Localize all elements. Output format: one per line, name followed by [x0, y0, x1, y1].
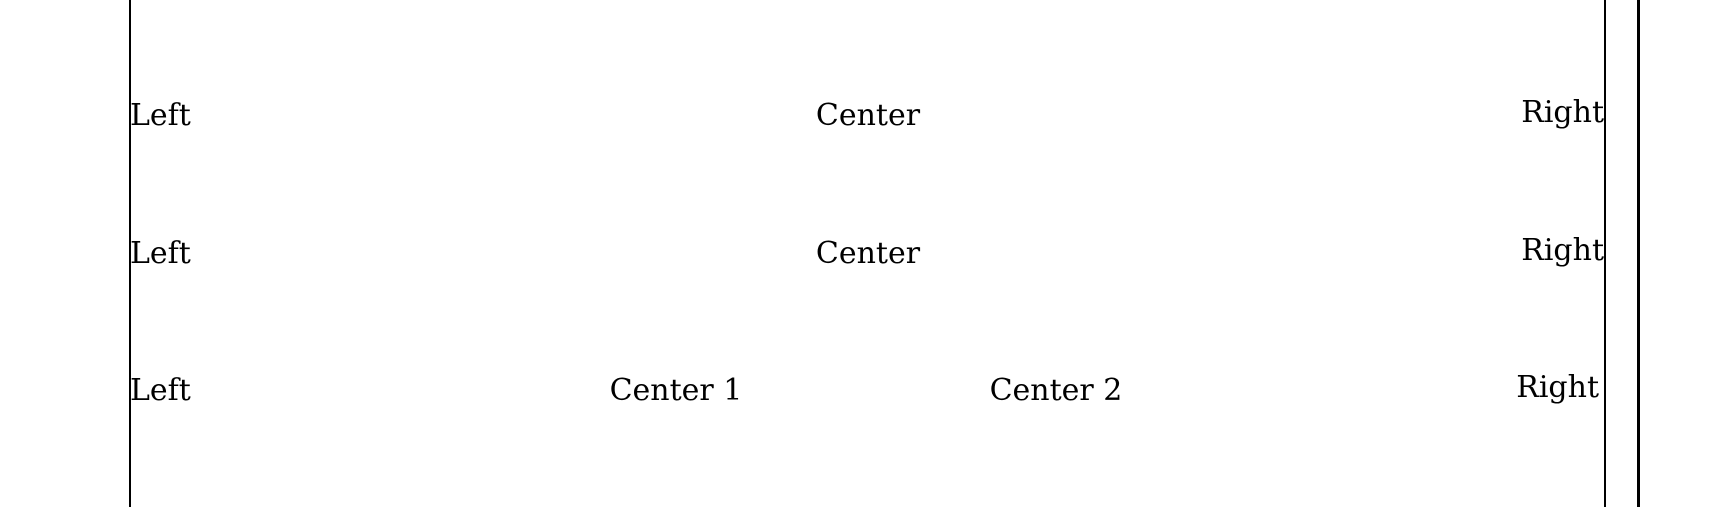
row-1-left-text: Left — [130, 98, 191, 133]
row-1-center-text: Center — [815, 98, 921, 133]
outer-right-border-line — [1637, 0, 1640, 507]
row-3-center-2-text: Center 2 — [989, 373, 1123, 408]
row-1-right-text: Right — [1521, 95, 1604, 130]
right-border-line — [1604, 0, 1606, 507]
row-1: Left Center Right — [0, 95, 1730, 136]
row-2-left-text: Left — [130, 236, 191, 271]
row-3-right-text: Right — [1516, 370, 1599, 405]
row-3-center-1-text: Center 1 — [609, 373, 743, 408]
row-2-center-text: Center — [815, 236, 921, 271]
row-2: Left Center Right — [0, 233, 1730, 274]
row-2-right-text: Right — [1521, 233, 1604, 268]
left-border-line — [129, 0, 131, 507]
row-3-left-text: Left — [130, 373, 191, 408]
row-3: Left Center 1 Center 2 Right — [0, 370, 1730, 411]
